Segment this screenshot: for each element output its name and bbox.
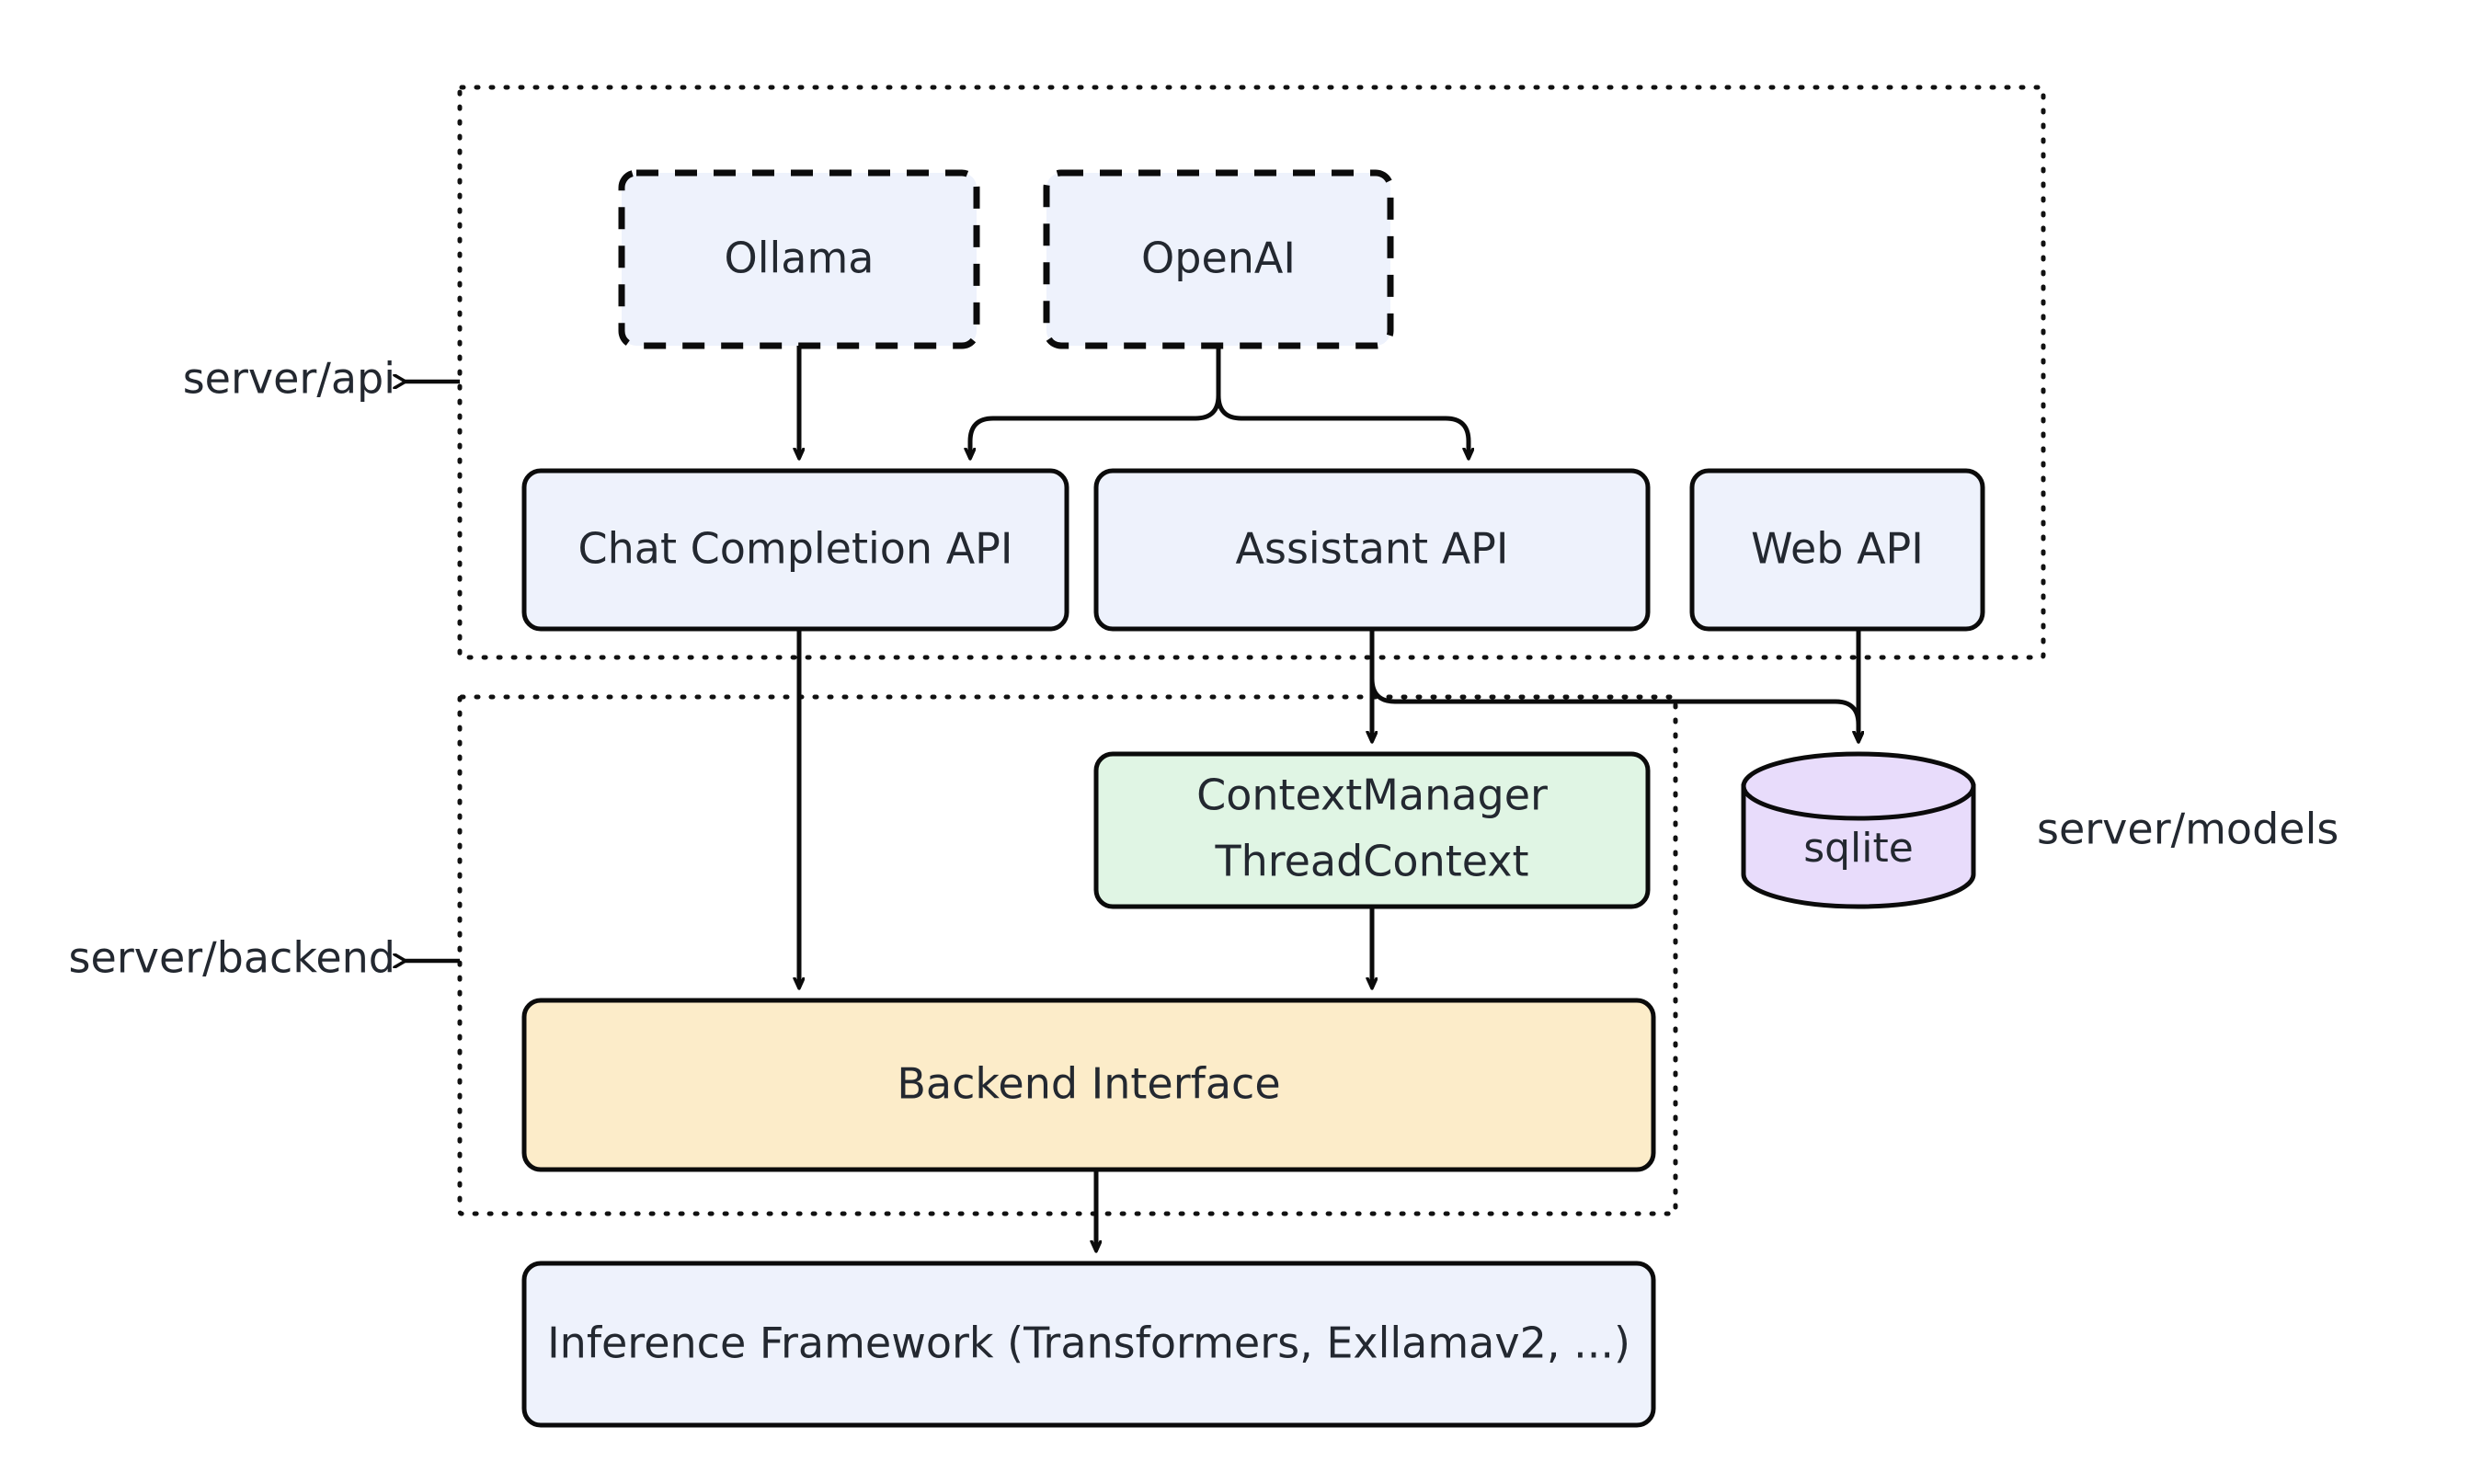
inference-framework-box (521, 1261, 1656, 1428)
node-inference-framework[interactable]: Inference Framework (Transformers, Exlla… (521, 1261, 1656, 1428)
backend-interface-label: Backend Interface (897, 1059, 1280, 1109)
inference-framework-label: Inference Framework (Transformers, Exlla… (547, 1318, 1630, 1368)
ollama-label: Ollama (725, 234, 875, 283)
web-api-box (1689, 468, 1985, 632)
node-sqlite[interactable]: sqlite (1741, 751, 1976, 909)
sqlite-cylinder-top (1741, 751, 1976, 821)
node-ollama[interactable]: Ollama (618, 169, 980, 349)
assistant-api-label: Assistant API (1236, 524, 1509, 574)
side-label-server-api: server/api (183, 354, 395, 404)
edge-openai-to-chat-completion (970, 346, 1221, 458)
backend-interface-box (521, 998, 1656, 1172)
assistant-api-box (1093, 468, 1651, 632)
ollama-box (618, 169, 980, 349)
node-web-api[interactable]: Web API (1689, 468, 1985, 632)
context-manager-label-line1: ContextManager (1196, 771, 1548, 820)
edge-openai-to-assistant (1216, 346, 1469, 458)
chat-completion-api-label: Chat Completion API (578, 524, 1013, 574)
chat-completion-api-box (521, 468, 1069, 632)
node-assistant-api[interactable]: Assistant API (1093, 468, 1651, 632)
group-server-backend (457, 694, 1678, 1216)
edge-assistant-to-sqlite (1369, 629, 1858, 741)
node-openai[interactable]: OpenAI (1043, 169, 1394, 349)
node-chat-completion-api[interactable]: Chat Completion API (521, 468, 1069, 632)
context-manager-label-line2: ThreadContext (1214, 837, 1528, 886)
openai-label: OpenAI (1141, 234, 1296, 283)
node-context-manager[interactable]: ContextManager ThreadContext (1093, 751, 1651, 909)
openai-box (1043, 169, 1394, 349)
side-label-server-backend: server/backend (69, 933, 395, 983)
group-server-api (457, 85, 2046, 660)
side-label-server-models: server/models (2037, 805, 2338, 854)
web-api-label: Web API (1751, 524, 1924, 574)
context-manager-box (1093, 751, 1651, 909)
node-backend-interface[interactable]: Backend Interface (521, 998, 1656, 1172)
sqlite-label: sqlite (1803, 825, 1914, 872)
